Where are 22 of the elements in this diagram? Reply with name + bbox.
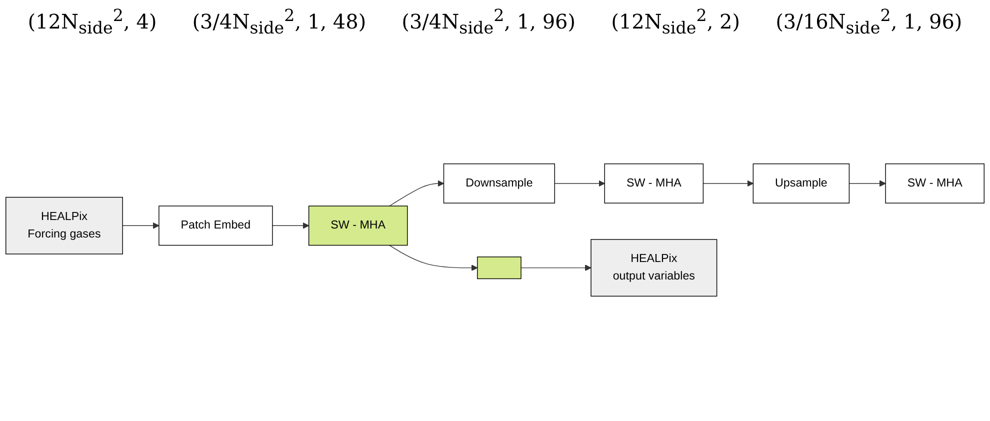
arrow <box>272 222 310 228</box>
node-box: HEALPix Forcing gases <box>6 196 123 254</box>
arrow <box>520 264 592 271</box>
arrow <box>554 180 605 186</box>
node-box: SW - MHA <box>885 162 984 203</box>
node-box: SW - MHA <box>604 162 704 203</box>
node-box: Patch Embed <box>158 205 273 246</box>
tensor-shape-label: (3/16N$_{side}$$^{2}$, 1, 96) <box>776 6 962 36</box>
arrow <box>702 180 754 186</box>
arrow <box>122 222 160 228</box>
tensor-shape-label: (12N$_{side}$$^{2}$, 2) <box>611 6 740 36</box>
node-box: HEALPix output variables <box>590 238 718 296</box>
node-box <box>477 256 522 279</box>
arrow <box>389 244 478 271</box>
node-box: Upsample <box>752 162 850 203</box>
arrow <box>389 180 444 206</box>
arrow <box>848 180 886 186</box>
tensor-shape-label: (12N$_{side}$$^{2}$, 4) <box>28 6 157 36</box>
tensor-shape-label: (3/4N$_{side}$$^{2}$, 1, 48) <box>192 6 366 36</box>
node-box: Downsample <box>443 162 556 203</box>
tensor-shape-label: (3/4N$_{side}$$^{2}$, 1, 96) <box>402 6 576 36</box>
node-box: SW - MHA <box>308 205 408 246</box>
